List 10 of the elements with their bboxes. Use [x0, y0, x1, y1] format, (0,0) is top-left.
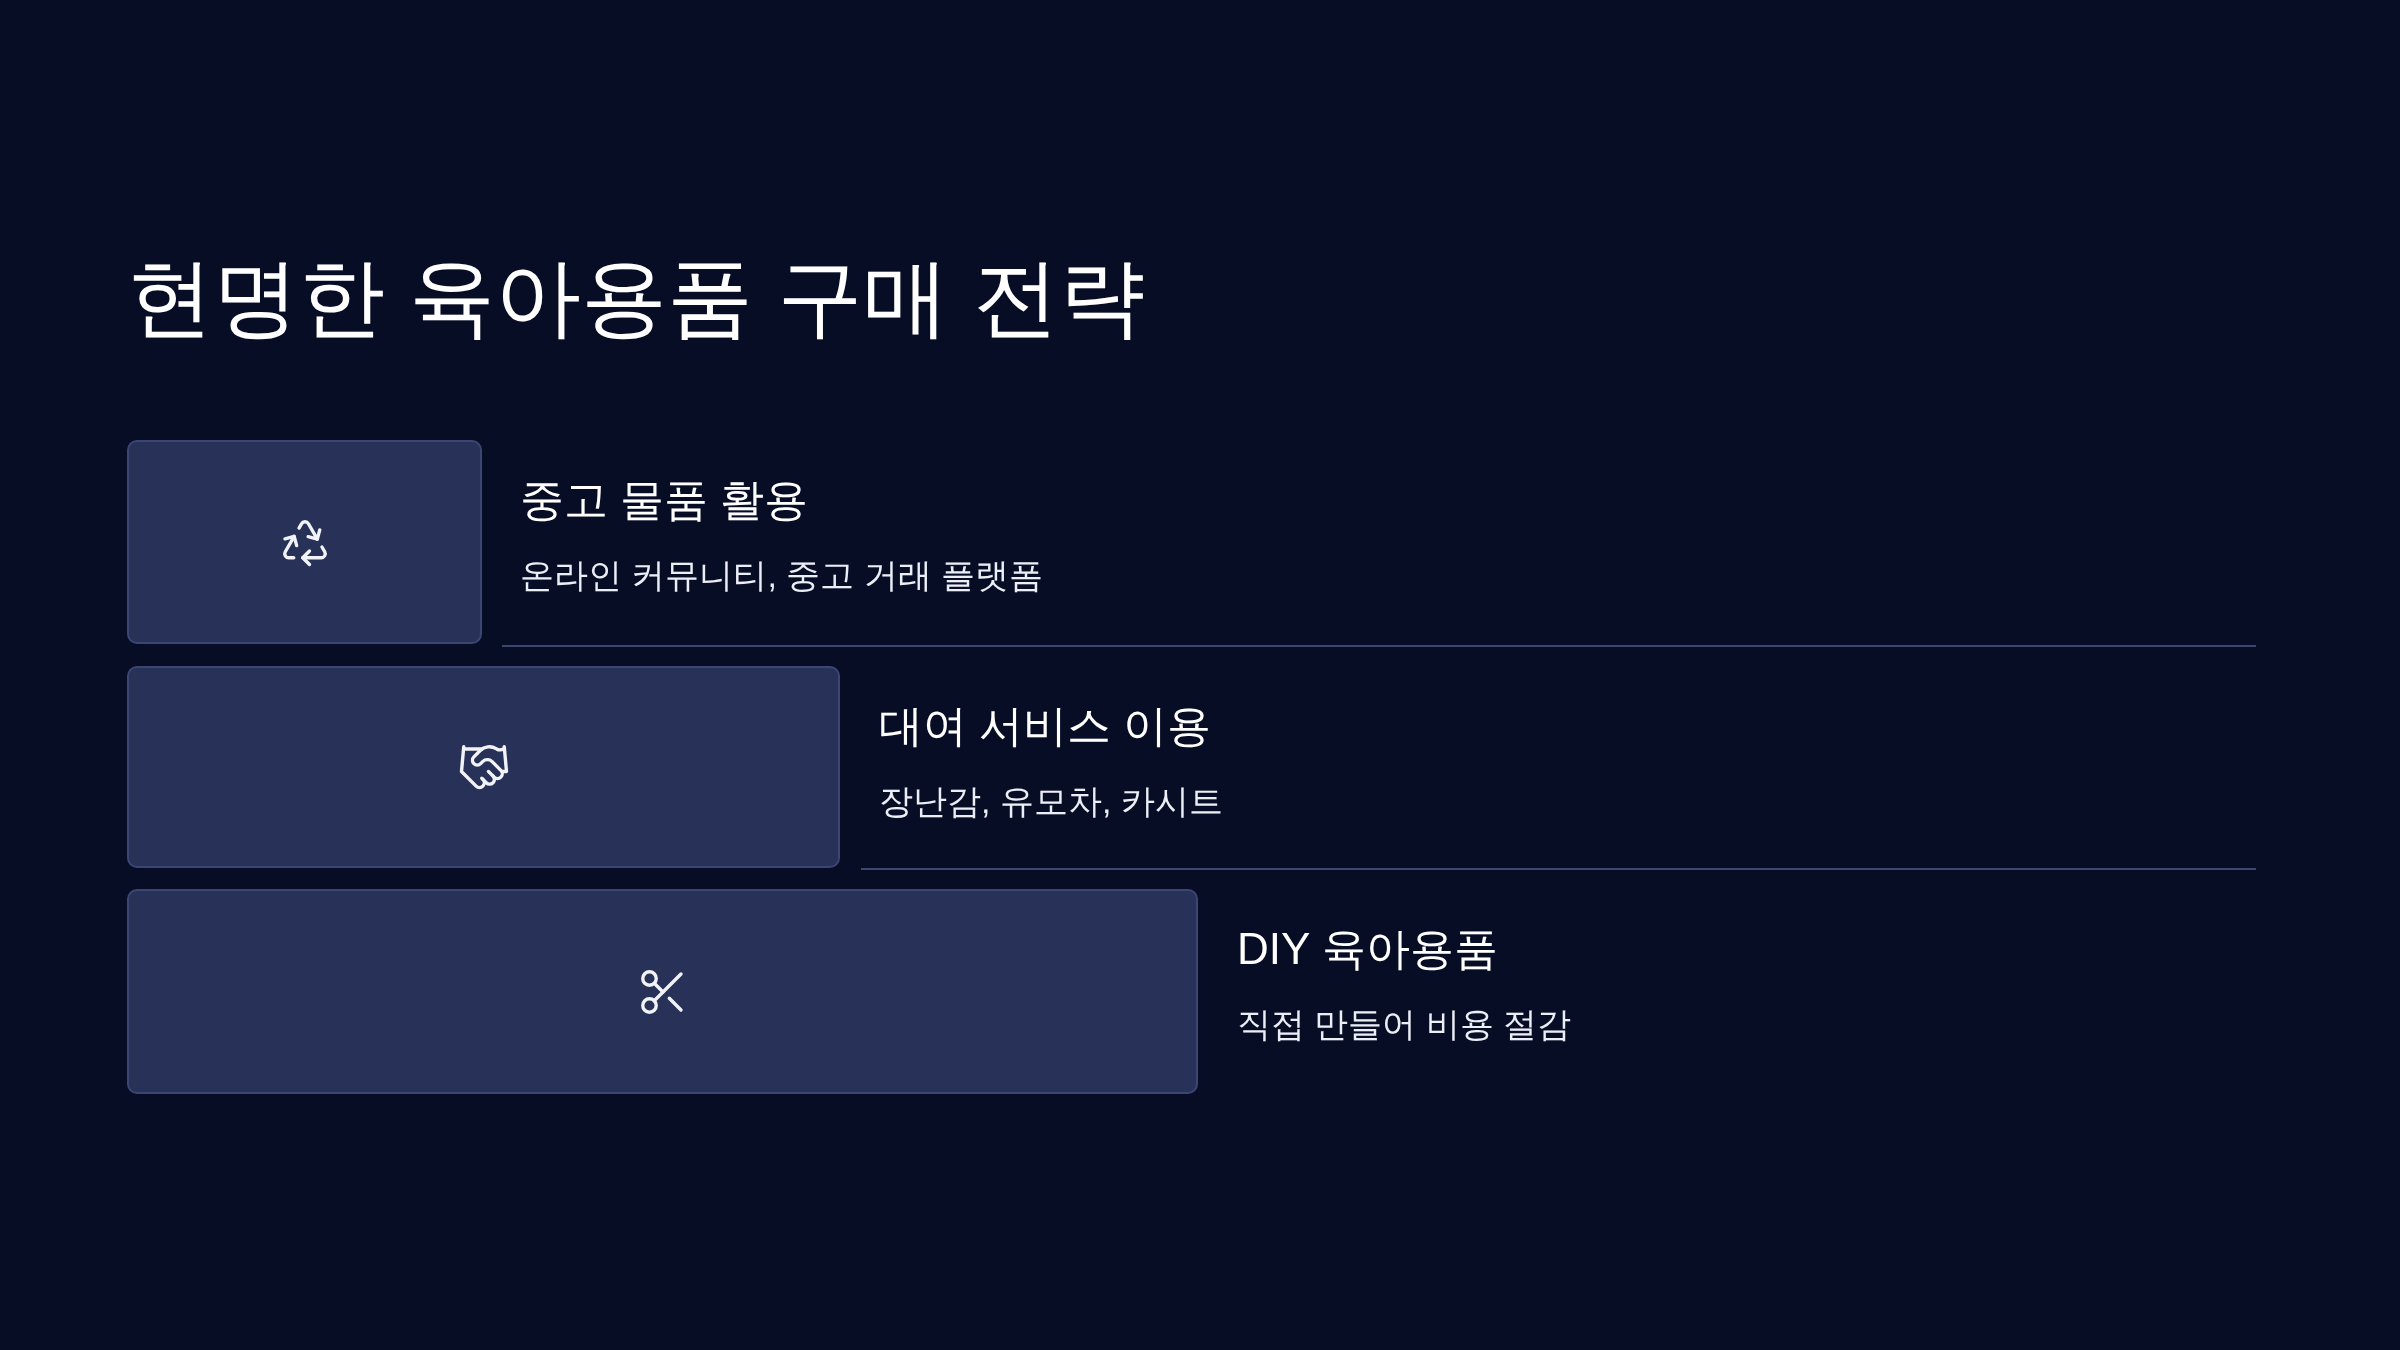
icon-card [127, 666, 840, 868]
description-text: 온라인 커뮤니티, 중고 거래 플랫폼 [520, 555, 1044, 596]
icon-card [127, 889, 1198, 1094]
description-text: 직접 만들어 비용 절감 [1237, 1004, 1572, 1045]
heading-text: 대여 서비스 이용 [879, 700, 1212, 752]
title: 현명한 육아용품 구매 전략 [127, 248, 1145, 347]
icon-card [127, 440, 482, 644]
heading-text: 중고 물품 활용 [520, 474, 809, 526]
description-text: 장난감, 유모차, 카시트 [879, 781, 1223, 822]
heading-text: DIY 육아용품 [1237, 923, 1498, 975]
